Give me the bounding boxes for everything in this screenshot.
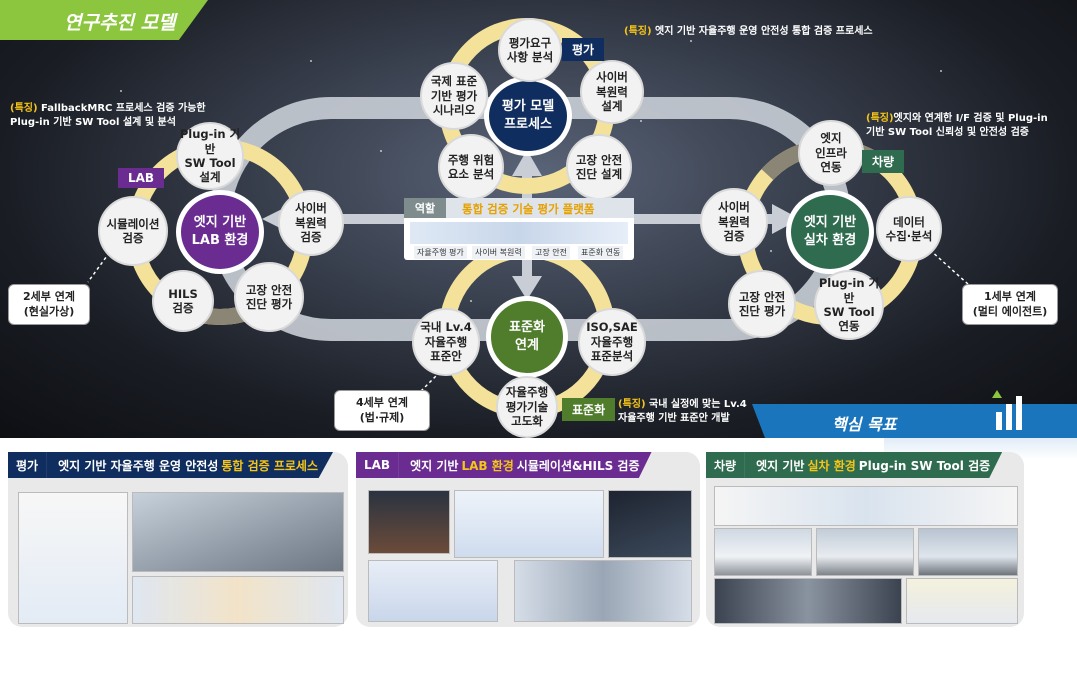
section-title: 연구추진 모델: [64, 12, 176, 34]
eval-node-intl-scenario: 국제 표준 기반 평가 시나리오: [420, 62, 488, 130]
lab-sim-thumb: [368, 490, 450, 554]
eval-node-failsafe-design: 고장 안전 진단 설계: [566, 134, 632, 200]
hub-standard: 표준화 연계: [486, 296, 568, 378]
section-title-tag: 연구추진 모델: [0, 0, 208, 40]
eval-diagram-thumb: [18, 492, 128, 624]
link-line-bottom: [419, 371, 441, 393]
standard-node-advance: 자율주행 평가기술 고도화: [496, 376, 558, 438]
vehicle-node-edge-infra: 엣지 인프라 연동: [798, 120, 864, 186]
vehicle-flow-thumb: [906, 578, 1018, 624]
lab-node-cyber-verify: 사이버 복원력 검증: [278, 190, 344, 256]
platform-chip: 표준화 연동: [578, 246, 624, 259]
integrated-platform: 역할 통합 검증 기술 평가 플랫폼 자율주행 평가 사이버 복원력 고장 안전…: [404, 198, 634, 260]
vehicle-test-thumb: [714, 578, 902, 624]
core-goal-banner: 핵심 목표: [752, 404, 1077, 438]
panel-vehicle-tag: 차량: [706, 452, 745, 478]
panel-lab-tag: LAB: [356, 452, 399, 478]
platform-chip: 사이버 복원력: [472, 246, 525, 259]
research-model-diagram: 연구추진 모델 평가 모델 프로세스 엣지 기반 LAB 환경 엣지 기반 실차…: [0, 0, 1077, 438]
lab-node-plugin-design: Plug-in 기반 SW Tool 설계: [176, 122, 244, 190]
lab-ring-shade: [127, 139, 313, 325]
panel-eval-tag: 평가: [8, 452, 47, 478]
tag-vehicle: 차량: [862, 150, 905, 173]
eval-node-cyber-design: 사이버 복원력 설계: [580, 60, 644, 124]
hub-vehicle: 엣지 기반 실차 환경: [786, 190, 874, 274]
vehicle-node-plugin-link: Plug-in 기반 SW Tool 연동: [814, 270, 884, 340]
link-box-2nd: 2세부 연계 (현실가상): [8, 284, 90, 325]
link-box-1st: 1세부 연계 (멀티 에이전트): [962, 284, 1058, 325]
lab-node-failsafe-eval: 고장 안전 진단 평가: [234, 262, 304, 332]
tag-standard: 표준화: [562, 398, 616, 421]
standard-node-iso-sae: ISO,SAE 자율주행 표준분석: [578, 308, 646, 376]
lab-flow-thumb: [514, 560, 692, 622]
lab-hils-thumb: [368, 560, 498, 622]
core-goal-title: 핵심 목표: [832, 415, 897, 434]
vehicle-node-data-analysis: 데이터 수집·분석: [876, 196, 942, 262]
eval-node-requirements: 평가요구 사항 분석: [498, 18, 562, 82]
arrow-down-icon: [512, 276, 542, 300]
platform-chip: 자율주행 평가: [414, 246, 467, 259]
lab-node-hils: HILS 검증: [152, 270, 214, 332]
vehicle-car-thumb: [714, 528, 812, 576]
vehicle-node-cyber-verify: 사이버 복원력 검증: [700, 188, 768, 256]
eval-process-thumb: [132, 576, 344, 624]
tag-eval: 평가: [562, 38, 605, 61]
arrow-up-icon: [512, 150, 542, 176]
role-tag: 역할: [404, 198, 446, 218]
note-eval: (특징) 엣지 기반 자율주행 운영 안전성 통합 검증 프로세스: [624, 26, 873, 37]
tag-lab: LAB: [118, 168, 165, 188]
platform-screens: [410, 222, 628, 244]
vehicle-car-thumb: [918, 528, 1018, 576]
hub-lab: 엣지 기반 LAB 환경: [176, 190, 264, 274]
chart-growth-icon: [992, 390, 1030, 430]
vehicle-car-thumb: [816, 528, 914, 576]
lab-node-simulation: 시뮬레이션 검증: [98, 196, 168, 266]
eval-node-risk-analysis: 주행 위험 요소 분석: [438, 134, 504, 200]
standard-node-domestic: 국내 Lv.4 자율주행 표준안: [412, 308, 480, 376]
vehicle-architecture-thumb: [714, 486, 1018, 526]
lab-stack-thumb: [454, 490, 604, 558]
eval-road-scene-thumb: [132, 492, 344, 572]
lab-visual-thumb: [608, 490, 692, 558]
vehicle-node-failsafe-eval: 고장 안전 진단 평가: [728, 270, 796, 338]
platform-title: 통합 검증 기술 평가 플랫폼: [462, 202, 595, 216]
link-line-right: [929, 249, 969, 285]
platform-chip: 고장 안전: [532, 246, 570, 259]
arrow-right-icon: [772, 204, 800, 234]
link-box-4th: 4세부 연계 (법·규제): [334, 390, 430, 431]
hub-eval: 평가 모델 프로세스: [484, 76, 572, 156]
